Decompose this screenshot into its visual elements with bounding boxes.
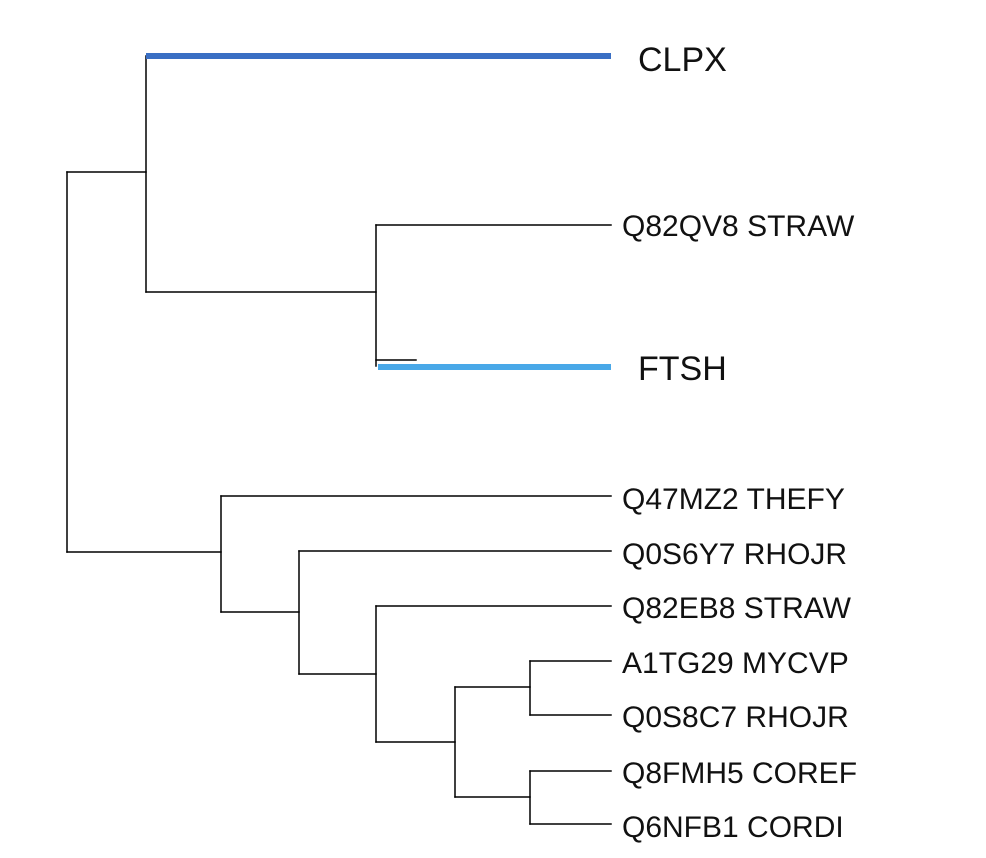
leaf-label-q47mz2: Q47MZ2 THEFY	[622, 483, 845, 516]
leaf-labels: CLPX Q82QV8 STRAW FTSH Q47MZ2 THEFY Q0S6…	[622, 41, 857, 844]
highlighted-branches	[146, 53, 611, 370]
leaf-label-clpx: CLPX	[638, 41, 727, 79]
leaf-label-a1tg29: A1TG29 MYCVP	[622, 647, 849, 680]
leaf-label-q6nfb1: Q6NFB1 CORDI	[622, 811, 844, 844]
leaf-label-q82eb8: Q82EB8 STRAW	[622, 592, 852, 625]
tree-branches	[66, 55, 612, 825]
leaf-label-q0s8c7: Q0S8C7 RHOJR	[622, 701, 849, 734]
leaf-label-q82qv8: Q82QV8 STRAW	[622, 210, 855, 243]
leaf-label-ftsh: FTSH	[638, 350, 727, 388]
leaf-label-q0s6y7: Q0S6Y7 RHOJR	[622, 538, 847, 571]
leaf-label-q8fmh5: Q8FMH5 COREF	[622, 757, 857, 790]
